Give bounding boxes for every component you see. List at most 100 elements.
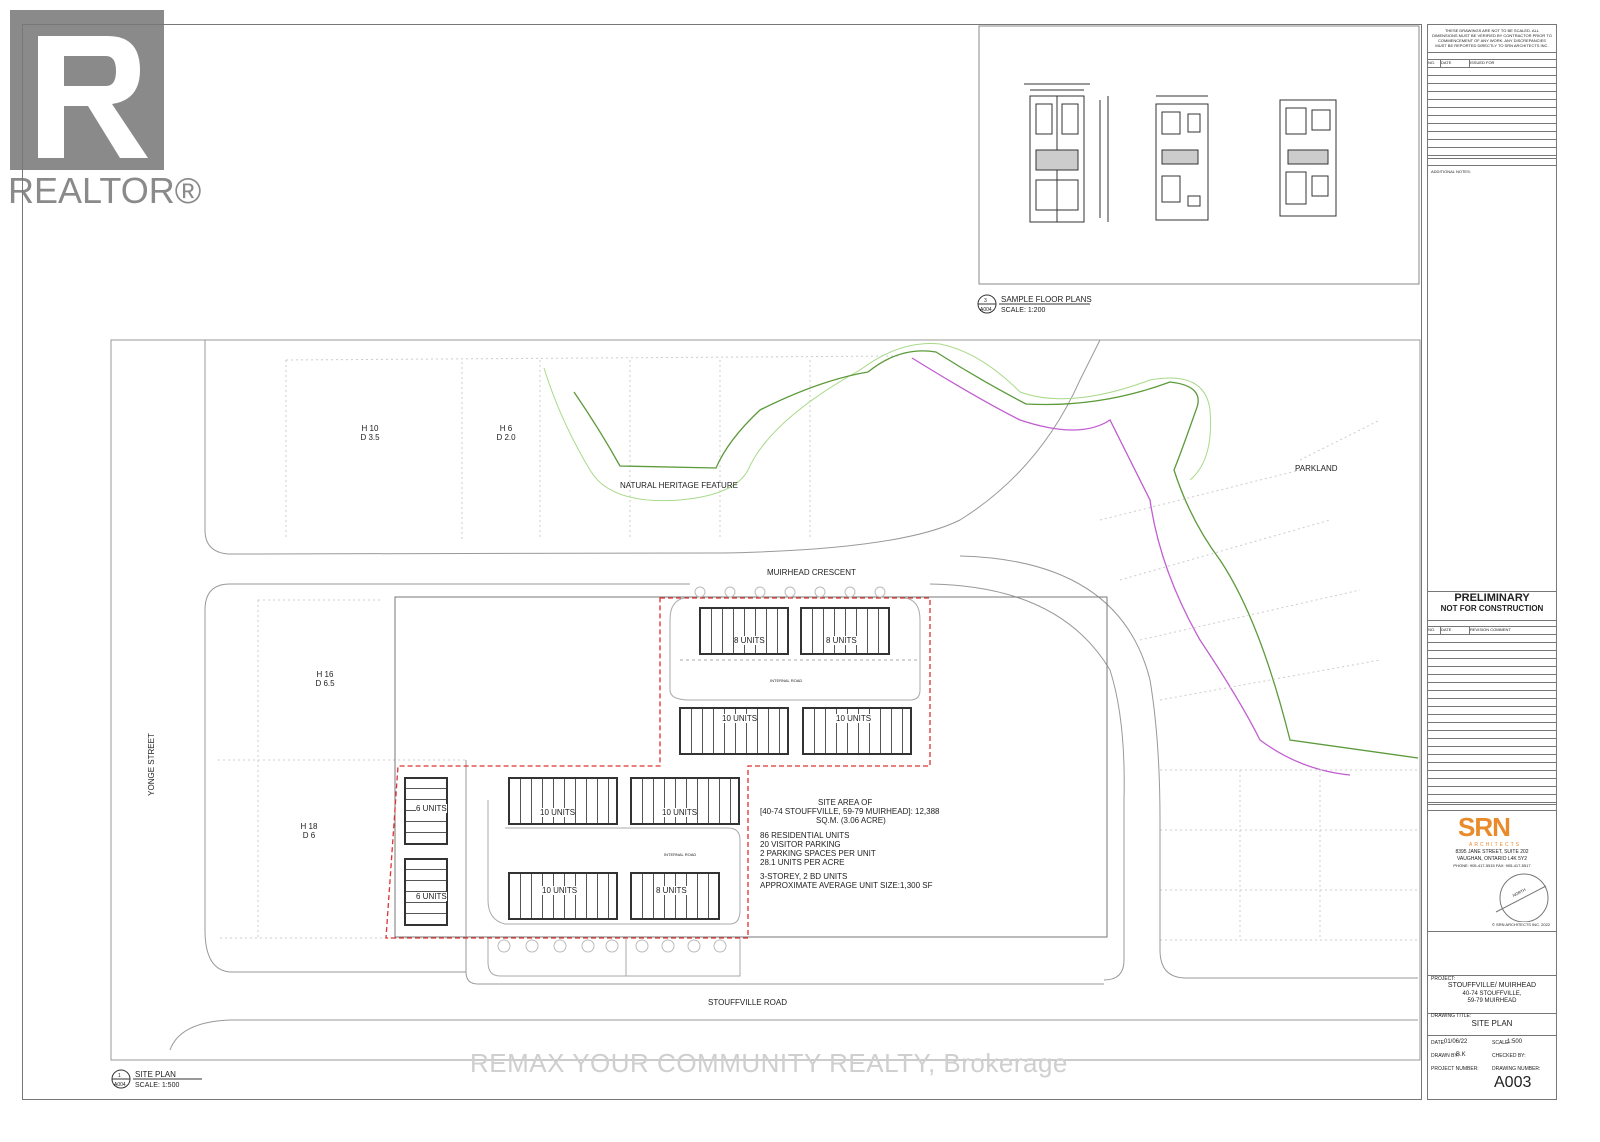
stats-line-9: APPROXIMATE AVERAGE UNIT SIZE:1,300 SF [760,881,933,890]
drawing-number-label: DRAWING NUMBER: [1492,1066,1541,1072]
checked-label: CHECKED BY: [1492,1053,1526,1059]
issued-table: NO. DATE ISSUED FOR [1428,59,1556,159]
spacer-box [1428,930,1556,976]
internal-road-label-north: INTERNAL ROAD [770,678,803,683]
zoning-h6: H 6 [499,424,513,433]
yonge-parcel-edge [204,610,467,973]
project-number-label: PROJECT NUMBER: [1431,1066,1479,1072]
project-box [1428,975,1556,1014]
parkland-label: PARKLAND [1295,464,1338,473]
floor-plan-third [1279,99,1337,217]
date-value: 01/06/22 [1444,1039,1468,1045]
preliminary-line1: PRELIMINARY [1454,592,1530,604]
zoning-d65: D 6.5 [315,679,335,688]
stats-line-5: 20 VISITOR PARKING [760,840,841,849]
firm-copyright: © SRN ARCHITECTS INC. 2022 [1492,922,1551,927]
internal-road-south [487,800,741,925]
internal-road-north [669,597,921,701]
revision-col-comment: REVISION COMMENT [1470,627,1511,632]
issued-col-no: NO. [1428,60,1441,67]
block-label-6: 10 UNITS [662,808,698,817]
firm-phone: PHONE: 905-417-5515 FAX: 905-417-5517 [1453,863,1531,868]
zoning-d6: D 6 [302,831,316,840]
sample-plans-scale: SCALE: 1:200 [1001,307,1046,314]
site-plan-title: SITE PLAN [135,1070,176,1079]
sample-plans-ref-number: 3 [984,298,987,304]
heritage-feature-line [573,350,1419,759]
realtor-wordmark: REALTOR® [8,170,202,211]
date-label: DATE: [1431,1040,1446,1046]
stats-line-3: SQ.M. (3.06 ACRE) [816,816,886,825]
brokerage-watermark: REMAX YOUR COMMUNITY REALTY, Brokerage [470,1048,1068,1078]
site-plan-scale: SCALE: 1:500 [135,1082,180,1089]
development-parcel [394,596,1108,938]
townhouse-block-8 [630,872,720,920]
townhouse-block-7 [508,872,618,920]
stats-line-8: 3-STOREY, 2 BD UNITS [760,872,848,881]
zoning-h16: H 16 [316,670,334,679]
revision-table: NO. DATE REVISION COMMENT [1428,626,1556,805]
north-arrow-icon [1495,873,1549,922]
preliminary-box [1428,590,1556,621]
site-frame [110,339,1421,1061]
stouffville-south-edge [169,1019,1418,1051]
drawing-title-value: SITE PLAN [1471,1019,1513,1028]
project-address-2: 59-79 MUIRHEAD [1467,998,1517,1004]
drawing-note: THESE DRAWINGS ARE NOT TO BE SCALED. ALL… [1432,28,1552,48]
revision-col-no: NO. [1428,627,1441,634]
firm-address-1: 8395 JANE STREET, SUITE 202 [1455,849,1529,855]
zoning-h10: H 10 [361,424,379,433]
floor-plan-ground [1024,83,1109,223]
townhouse-block-6 [630,777,740,825]
heritage-label: NATURAL HERITAGE FEATURE [620,481,738,490]
preliminary-line2: NOT FOR CONSTRUCTION [1440,604,1544,613]
title-block: THESE DRAWINGS ARE NOT TO BE SCALED. ALL… [1427,24,1557,1100]
stats-line-1: SITE AREA OF [818,798,873,807]
issued-col-for: ISSUED FOR [1470,60,1495,65]
preliminary-stamp: PRELIMINARY NOT FOR CONSTRUCTION [1430,592,1554,614]
sample-plans-ref-sheet: A004 [980,307,992,313]
realtor-r-icon [10,10,164,170]
internal-road-label-south: INTERNAL ROAD [664,852,697,857]
firm-box [1428,810,1556,932]
project-address-1: 40-74 STOUFFVILLE, [1462,991,1522,997]
crescent-outer-edge [959,555,1418,979]
block-label-9: 6 UNITS [416,804,447,813]
additional-notes-label: ADDITIONAL NOTES: [1431,169,1471,174]
project-name: STOUFFVILLE/ MUIRHEAD [1447,982,1537,989]
realtor-logo [8,8,184,220]
block-label-10: 6 UNITS [416,892,447,901]
muirhead-north-edge [204,339,1101,555]
townhouse-block-2 [800,607,890,655]
stats-line-6: 2 PARKING SPACES PER UNIT [760,849,876,858]
notes-box: ADDITIONAL NOTES: [1428,165,1556,592]
block-label-8: 8 UNITS [656,886,687,895]
site-boundary [385,597,931,939]
drawing-title-box [1428,1013,1556,1036]
townhouse-block-1 [699,607,789,655]
floor-plan-frame [978,25,1420,285]
stouffville-road-label: STOUFFVILLE ROAD [708,998,787,1007]
stats-line-2: [40-74 STOUFFVILLE, 59-79 MUIRHEAD]: 12,… [760,807,940,816]
scale-label: SCALE: [1492,1040,1510,1046]
floor-plan-second [1155,95,1209,221]
stouffville-north-edge [465,971,1104,985]
firm-sub: ARCHITECTS [1469,842,1521,848]
project-label: PROJECT: [1431,976,1456,982]
issued-col-date: DATE [1441,60,1470,67]
site-plan-ref-number: 1 [118,1073,121,1079]
drawn-value: B.K [1456,1052,1466,1058]
block-label-1: 8 UNITS [734,636,765,645]
drawing-frame [22,24,1422,1100]
stats-line-4: 86 RESIDENTIAL UNITS [760,831,850,840]
revision-col-date: DATE [1441,627,1470,634]
srn-logo: SRN [1458,812,1511,842]
drawn-label: DRAWN BY: [1431,1053,1459,1059]
block-label-5: 10 UNITS [540,808,576,817]
lot-lines-north [285,355,901,540]
site-plan-ref-sheet: A004 [114,1082,126,1088]
zoning-d20: D 2.0 [496,433,516,442]
muirhead-crescent-label: MUIRHEAD CRESCENT [767,568,856,577]
drawing-title-label: DRAWING TITLE: [1431,1013,1472,1019]
muirhead-south-edge [204,583,690,611]
